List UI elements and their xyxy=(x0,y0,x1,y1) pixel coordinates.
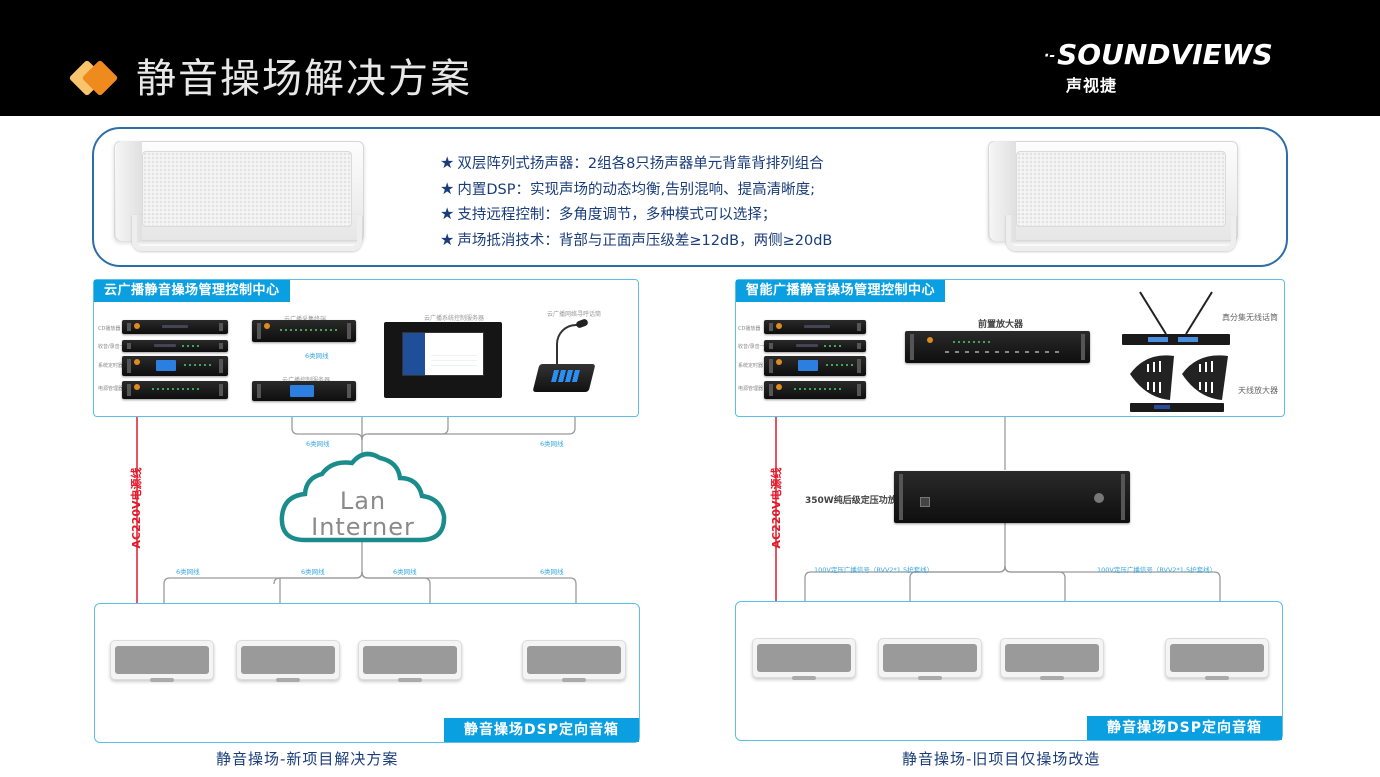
dsp-speaker xyxy=(110,640,214,686)
logo-dots: ·- xyxy=(1044,48,1056,64)
system-timer-device xyxy=(764,356,866,376)
power-manager-device xyxy=(764,381,866,399)
left-power-label: AC220V电源线 xyxy=(130,467,143,549)
collector-terminal-device xyxy=(252,320,356,342)
star-icon: ★ xyxy=(440,204,455,223)
device-label: 系统定时器 xyxy=(738,363,764,369)
system-timer-device xyxy=(122,356,228,376)
antenna-amplifier-device xyxy=(1130,403,1224,412)
right-control-center-label: 智能广播静音操场管理控制中心 xyxy=(736,280,946,302)
cloud-label: Lan Interner xyxy=(300,488,426,540)
control-server-device xyxy=(252,381,356,401)
device-label: 电源管理器 xyxy=(738,386,764,392)
antenna-amplifier-paddles xyxy=(1130,355,1228,400)
right-speaker-panel-label: 静音操场DSP定向音箱 xyxy=(1087,716,1282,740)
antenna-amp-label: 天线放大器 xyxy=(1238,386,1278,395)
paging-microphone-device xyxy=(532,318,596,396)
device-label: 系统定时器 xyxy=(98,363,124,369)
right-diagram-caption: 静音操场-旧项目仅操场改造 xyxy=(902,750,1101,768)
logo-brand-text: SOUNDVIEWS xyxy=(1057,38,1273,71)
dsp-speaker xyxy=(1000,638,1104,684)
cloud-label-line2: Interner xyxy=(311,513,415,541)
broadcast-signal-label: 100V定压广播信号（RVV2*1.5护套线） xyxy=(814,566,934,574)
wireless-mic-receiver xyxy=(1122,334,1230,345)
star-icon: ★ xyxy=(440,153,455,172)
device-label: CD播放器 xyxy=(738,326,761,332)
power-amplifier-device xyxy=(894,471,1130,523)
device-label: 云广播网络寻呼话筒 xyxy=(547,311,602,318)
system-server-monitor xyxy=(384,322,502,398)
brand-logo: ·-SOUNDVIEWS 声视捷 xyxy=(1044,40,1273,96)
cloud-label-line1: Lan xyxy=(339,487,387,515)
tuner-recorder-device xyxy=(122,340,228,352)
feature-list: ★双层阵列式扬声器：2组各8只扬声器单元背靠背排列组合 ★内置DSP：实现声场的… xyxy=(440,151,832,253)
wireless-mic-label: 真分集无线话筒 xyxy=(1222,313,1278,322)
preamplifier-device xyxy=(905,331,1090,363)
network-cable-label: 6类网线 xyxy=(540,440,564,448)
power-amp-label: 350W纯后级定压功放 xyxy=(805,496,897,506)
header-bar: 静音操场解决方案 ·-SOUNDVIEWS 声视捷 xyxy=(0,0,1380,116)
network-cable-label: 6类网线 xyxy=(306,440,330,448)
star-icon: ★ xyxy=(440,229,455,249)
network-cable-label: 6类网线 xyxy=(305,352,329,360)
feature-item: ★双层阵列式扬声器：2组各8只扬声器单元背靠背排列组合 xyxy=(440,153,824,172)
power-manager-device xyxy=(122,381,228,399)
dsp-speaker xyxy=(1165,638,1269,684)
device-label: 收音/录音一体机 xyxy=(98,344,135,350)
device-label: CD播放器 xyxy=(98,326,121,332)
network-cable-label: 6类网线 xyxy=(301,568,325,576)
device-label: 云广播采集终端 xyxy=(284,314,326,323)
left-speaker-panel-label: 静音操场DSP定向音箱 xyxy=(444,718,639,742)
antenna-icon xyxy=(1139,291,1213,335)
device-label: 电源管理器 xyxy=(98,386,124,392)
dsp-speaker xyxy=(522,640,626,686)
star-icon: ★ xyxy=(440,178,455,198)
network-cable-label: 6类网线 xyxy=(540,568,564,576)
feature-item: ★支持远程控制：多角度调节，多种模式可以选择； xyxy=(440,204,777,223)
array-speaker-image-left xyxy=(94,137,364,255)
array-speaker-image-right xyxy=(968,137,1238,255)
dsp-speaker xyxy=(236,640,340,686)
dsp-speaker xyxy=(878,638,982,684)
device-label: 收音/录音一体机 xyxy=(738,344,775,350)
left-diagram-caption: 静音操场-新项目解决方案 xyxy=(216,750,399,768)
page-title: 静音操场解决方案 xyxy=(136,56,472,102)
network-cable-label: 6类网线 xyxy=(393,568,417,576)
cloud-icon xyxy=(279,451,447,543)
logo-chinese-text: 声视捷 xyxy=(1066,76,1118,95)
dsp-speaker xyxy=(752,638,856,684)
cd-player-device xyxy=(764,320,866,334)
feature-panel: ★双层阵列式扬声器：2组各8只扬声器单元背靠背排列组合 ★内置DSP：实现声场的… xyxy=(92,127,1288,267)
preamp-label: 前置放大器 xyxy=(978,320,1024,330)
cd-player-device xyxy=(122,320,228,334)
feature-item: ★声场抵消技术：背部与正面声压级差≥12dB，两侧≥20dB xyxy=(440,229,833,249)
left-control-center-label: 云广播静音操场管理控制中心 xyxy=(94,280,290,302)
device-label: 云广播控制服务器 xyxy=(282,375,330,384)
feature-item: ★内置DSP：实现声场的动态均衡,告别混响、提高清晰度; xyxy=(440,178,815,198)
dsp-speaker xyxy=(358,640,462,686)
device-label: 云广播系统控制服务器 xyxy=(424,315,485,322)
tuner-recorder-device xyxy=(764,340,866,352)
broadcast-signal-label: 100V定压广播信号（RVV2*1.5护套线） xyxy=(1097,566,1217,574)
network-cable-label: 6类网线 xyxy=(176,568,200,576)
right-power-label: AC220V电源线 xyxy=(770,467,783,549)
